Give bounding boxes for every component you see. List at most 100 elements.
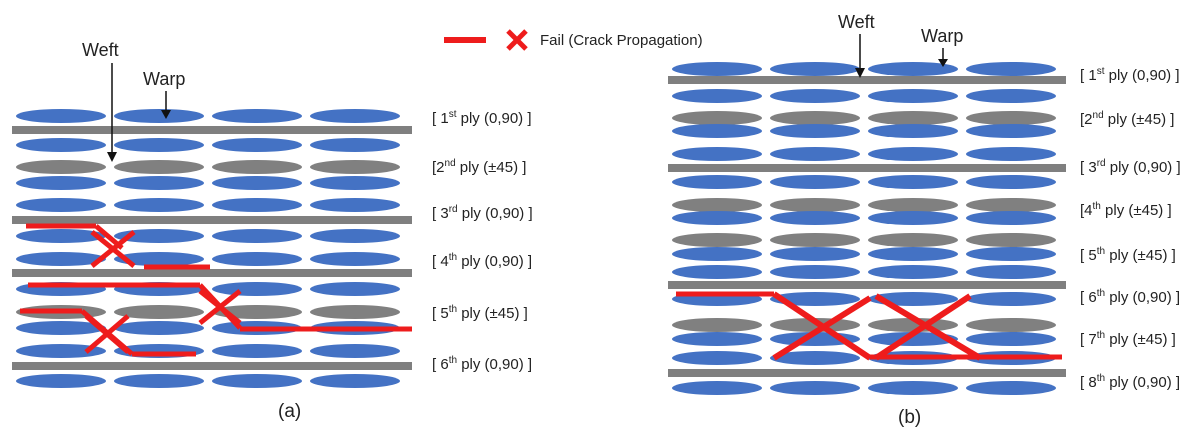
fiber-bundle-blue: [966, 247, 1056, 261]
ply-label-ordinal: 5: [1088, 247, 1096, 264]
fiber-bundle-blue: [672, 332, 762, 346]
ply-label: [4th ply (±45) ]: [1080, 201, 1172, 219]
crack-x-icon: [772, 291, 872, 361]
ply-label-suffix: th: [449, 355, 457, 366]
ply-label-open: [: [1080, 111, 1085, 128]
fiber-bundle-blue: [770, 89, 860, 103]
ply-label-orientation: ply (0,90) ]: [457, 253, 532, 270]
fiber-bundle-blue: [310, 282, 400, 296]
fiber-bundle-blue: [868, 265, 958, 279]
fiber-bundle-blue: [868, 332, 958, 346]
fiber-bundle-grey: [966, 233, 1056, 247]
fiber-bundle-blue: [114, 176, 204, 190]
fiber-bundle-blue: [868, 211, 958, 225]
ply-label-ordinal: 2: [1084, 111, 1092, 128]
fiber-bundle-grey: [770, 198, 860, 212]
legend: Fail (Crack Propagation): [444, 29, 703, 51]
ply-label-open: [: [1080, 67, 1088, 84]
weft-yarn-bar: [668, 369, 1066, 377]
fiber-bundle-blue: [672, 265, 762, 279]
fiber-bundle-blue: [966, 332, 1056, 346]
fiber-bundle-blue: [114, 252, 204, 266]
fiber-bundle-blue: [868, 147, 958, 161]
fiber-bundle-blue: [310, 109, 400, 123]
ply-label-open: [: [1080, 289, 1088, 306]
fiber-bundle-grey: [16, 160, 106, 174]
fiber-bundle-blue: [212, 109, 302, 123]
ply-label-ordinal: 1: [440, 110, 448, 127]
fiber-bundle-blue: [770, 175, 860, 189]
panel-a: Weft Warp (a) [ 1st ply (0,90) ][2nd ply…: [12, 40, 533, 422]
fiber-bundle-blue: [770, 147, 860, 161]
fiber-bundle-grey: [672, 111, 762, 125]
ply-label-suffix: nd: [445, 158, 456, 169]
panel-b-annotations: Weft Warp (b): [838, 12, 963, 428]
ply-label-ordinal: 8: [1088, 374, 1096, 391]
ply-label: [ 6th ply (0,90) ]: [432, 355, 532, 373]
fiber-bundle-grey: [966, 318, 1056, 332]
ply-label-ordinal: 1: [1088, 67, 1096, 84]
weft-label: Weft: [838, 12, 875, 32]
fiber-bundle-blue: [212, 229, 302, 243]
ply-label-suffix: st: [1097, 66, 1105, 77]
fiber-bundle-grey: [114, 305, 204, 319]
ply-label-ordinal: 6: [1088, 289, 1096, 306]
warp-arrow-head: [161, 110, 171, 119]
ply-label-orientation: ply (±45) ]: [1105, 331, 1176, 348]
ply-label: [ 1st ply (0,90) ]: [432, 109, 532, 127]
legend-text: Fail (Crack Propagation): [540, 32, 703, 49]
fiber-bundle-grey: [672, 198, 762, 212]
fiber-bundle-blue: [868, 381, 958, 395]
ply-label-orientation: ply (0,90) ]: [458, 205, 533, 222]
ply-label-suffix: th: [1097, 373, 1105, 384]
fiber-bundle-blue: [868, 247, 958, 261]
fiber-bundle-blue: [770, 351, 860, 365]
warp-arrow-head: [938, 59, 948, 67]
ply-label-orientation: ply (0,90) ]: [1104, 67, 1179, 84]
fiber-bundle-blue: [770, 247, 860, 261]
ply-label: [ 3rd ply (0,90) ]: [432, 204, 533, 222]
fiber-bundle-blue: [16, 252, 106, 266]
ply-label-ordinal: 5: [440, 305, 448, 322]
fiber-bundle-blue: [868, 89, 958, 103]
panel-b-ply-labels: [ 1st ply (0,90) ][2nd ply (±45) ][ 3rd …: [1080, 66, 1181, 391]
fiber-bundle-blue: [672, 124, 762, 138]
fiber-bundle-blue: [16, 109, 106, 123]
ply-label-open: [: [1080, 159, 1088, 176]
crack-x-icon: [198, 289, 242, 325]
fiber-bundle-blue: [212, 198, 302, 212]
fiber-bundle-blue: [966, 265, 1056, 279]
fiber-bundle-blue: [672, 62, 762, 76]
ply-label-open: [: [432, 253, 440, 270]
fiber-bundle-grey: [672, 233, 762, 247]
ply-label-orientation: ply (±45) ]: [456, 159, 527, 176]
ply-label-open: [: [432, 205, 440, 222]
fiber-bundle-blue: [770, 381, 860, 395]
ply-label-orientation: ply (±45) ]: [1104, 111, 1175, 128]
fiber-bundle-blue: [966, 124, 1056, 138]
fiber-bundle-blue: [672, 351, 762, 365]
ply-label: [2nd ply (±45) ]: [1080, 110, 1174, 128]
fiber-bundle-blue: [114, 198, 204, 212]
fiber-bundle-blue: [114, 229, 204, 243]
panel-a-cracks: [20, 223, 412, 357]
panel-a-annotations: Weft Warp (a): [82, 40, 301, 422]
fiber-bundle-blue: [672, 211, 762, 225]
fiber-bundle-blue: [16, 176, 106, 190]
fiber-bundle-blue: [868, 175, 958, 189]
ply-label-ordinal: 4: [440, 253, 448, 270]
fiber-bundle-blue: [966, 62, 1056, 76]
fiber-bundle-blue: [310, 252, 400, 266]
fiber-bundle-blue: [966, 211, 1056, 225]
ply-label-orientation: ply (±45) ]: [1105, 247, 1176, 264]
ply-label-ordinal: 6: [440, 356, 448, 373]
fiber-bundle-blue: [672, 247, 762, 261]
fiber-bundle-blue: [310, 198, 400, 212]
ply-label-suffix: nd: [1093, 110, 1104, 121]
fiber-bundle-grey: [868, 111, 958, 125]
fiber-bundle-blue: [114, 109, 204, 123]
fiber-bundle-blue: [212, 282, 302, 296]
panel-a-layers: [12, 109, 412, 388]
fiber-bundle-blue: [310, 176, 400, 190]
ply-label-suffix: rd: [1097, 158, 1106, 169]
